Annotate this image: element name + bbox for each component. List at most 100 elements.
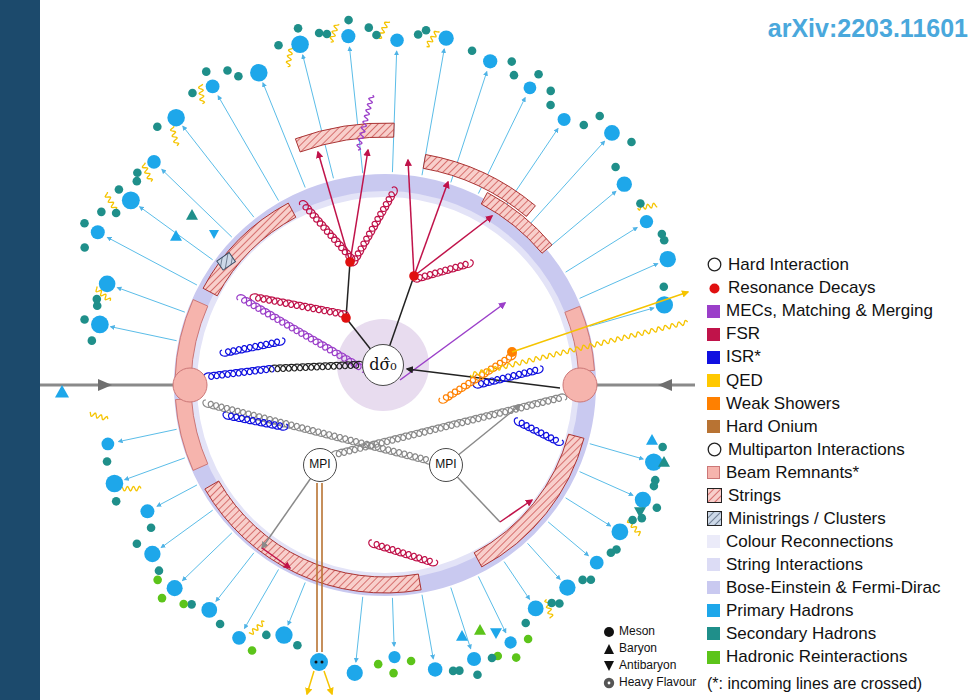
secondary-hadron [587,575,596,584]
primary-hadron [167,580,183,596]
photon-track [307,671,314,694]
legend-text: Secondary Hadrons [726,624,876,644]
secondary-hadron [294,24,303,33]
legend-item: Baryon [603,642,657,656]
primary-hadron [167,109,184,126]
onium-line [316,483,318,652]
legend-item: Secondary Hadrons [707,624,876,644]
primary-hadron [645,453,662,470]
antibaryon-symbol [490,628,502,639]
primary-hadron [528,600,544,616]
legend-text: Weak Showers [726,394,840,414]
node-label: dσ̂₀ [369,356,397,374]
primary-hadron [656,296,673,313]
primary-hadron [559,579,575,595]
primary-hadron [390,33,403,46]
secondary-hadron [660,236,669,245]
legend-swatch [707,351,720,364]
hadron-track [478,576,505,632]
primary-hadron [275,626,292,643]
legend-symbol-shape [710,283,720,293]
photon-line [122,486,141,490]
primary-hadron [524,81,537,94]
secondary-hadron [202,67,211,76]
hadron-track [528,543,560,579]
beam-remnant-blob [563,368,597,402]
primary-hadron [467,652,481,666]
primary-hadron [483,54,497,68]
primary-hadron [617,177,632,192]
legend-swatch [707,627,720,640]
legend-item: Bose-Einstein & Fermi-Dirac [707,578,940,598]
secondary-hadron [547,599,556,608]
legend-item: Resonance Decays [707,278,875,298]
legend-item: Colour Reconnections [707,532,893,552]
gluon-line [369,540,438,566]
secondary-hadron [216,620,225,629]
secondary-hadron [323,30,332,39]
secondary-hadron [636,199,645,208]
legend-swatch [707,535,720,548]
secondary-hadron [507,57,516,66]
secondary-hadron [248,646,257,655]
secondary-hadron [188,89,197,98]
interaction-circle: MPI [303,448,337,482]
secondary-hadron [274,41,283,50]
hadron-track [392,51,396,172]
string-piece [423,155,535,217]
node-label: MPI [435,458,456,472]
legend-item: Primary Hadrons [707,601,854,621]
secondary-hadron [595,112,604,121]
string-piece [295,123,394,152]
legend-symbol-shape [708,512,722,526]
legend-swatch [707,397,720,410]
beam-arrow [98,379,112,391]
secondary-hadron [262,631,271,640]
legend-symbol [603,660,615,672]
photon-line [286,48,293,67]
secondary-hadron [611,163,620,172]
photon-line [199,84,205,104]
particle-line [318,152,350,262]
beam-line [595,384,695,387]
primary-hadron [91,316,109,334]
hadron-track [140,207,213,260]
legend-text: Hadronic Reinteractions [726,647,907,667]
hadron-track [263,83,305,188]
legend-item: Ministrings / Clusters [707,509,886,529]
legend-item: Hadronic Reinteractions [707,647,907,667]
secondary-hadron [153,122,162,131]
hadron-track [216,553,254,601]
photon-line [330,24,339,42]
primary-hadron [439,31,454,46]
primary-hadron [590,556,604,570]
legend-text: Baryon [619,642,657,656]
hadron-track [590,308,654,326]
hadron-track [392,598,394,646]
baryon-symbol [474,624,486,635]
legend-swatch [707,420,720,433]
secondary-hadron [468,46,477,55]
resonance-dot [341,313,351,323]
hadron-track [218,96,278,201]
particle-line [408,160,414,276]
legend-symbol [603,677,615,689]
photon-line [90,412,108,420]
legend-text: Primary Hadrons [726,601,854,621]
secondary-hadron [449,667,458,676]
secondary-hadron [112,497,121,506]
primary-hadron [635,492,651,508]
secondary-hadron [512,653,521,662]
legend-text: Beam Remnants* [726,463,859,483]
secondary-hadron [112,209,121,218]
hadron-track [580,472,633,496]
legend-symbol-shape [604,627,614,637]
legend-text: Colour Reconnections [726,532,893,552]
resonance-line [346,262,350,318]
secondary-hadron [344,16,353,25]
baryon-symbol [55,385,69,398]
heavy-flavour-hadron [310,653,328,671]
legend-item: ISR* [707,347,761,367]
